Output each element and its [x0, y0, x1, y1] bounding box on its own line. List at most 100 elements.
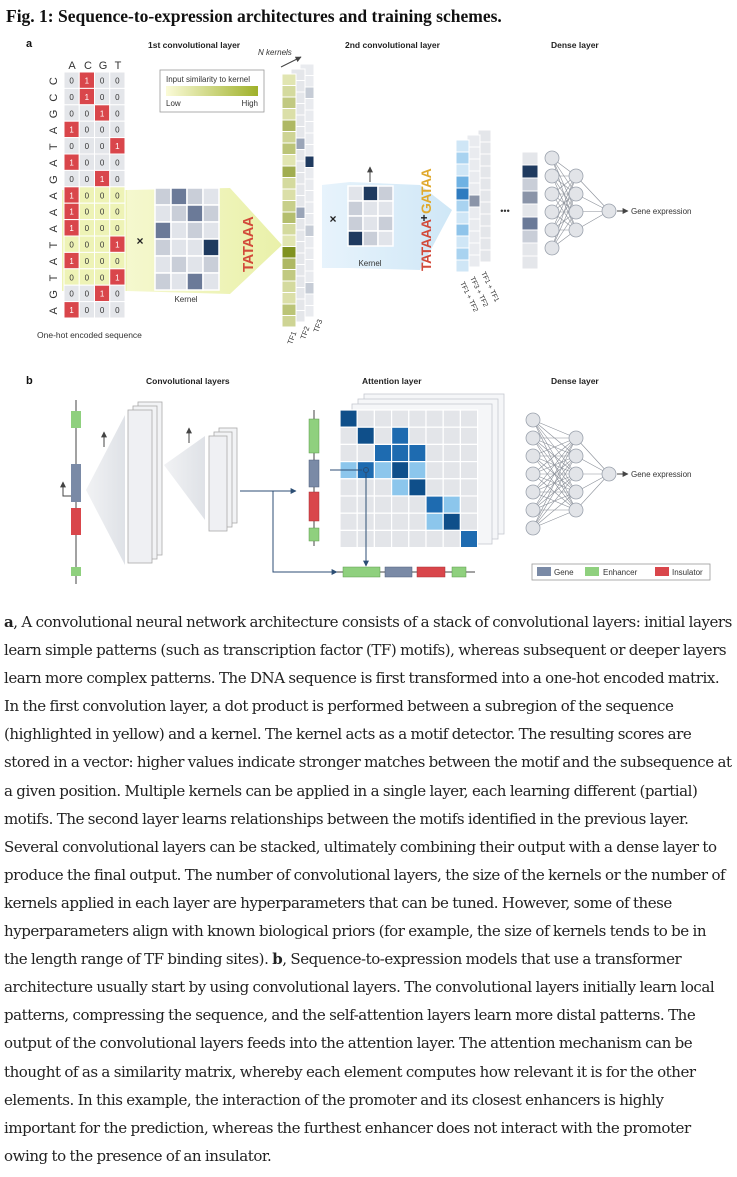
figure-graphic: a 1st convolutional layer 2nd convolutio… [26, 38, 711, 584]
feature-cell [455, 223, 470, 237]
neuron [544, 240, 560, 256]
legend-label-gene: Gene [554, 568, 574, 577]
attention-cell [391, 529, 410, 549]
kernel-cell [170, 204, 188, 223]
sequence-letter: G [48, 110, 60, 119]
sequence-letter: G [48, 175, 60, 184]
header-conv1: 1st convolutional layer [148, 40, 241, 50]
onehot-value: 0 [69, 109, 74, 118]
attention-cell [373, 409, 393, 428]
attention-cell [391, 495, 410, 514]
onehot-value: 0 [100, 224, 105, 233]
enhancer-element [71, 411, 81, 428]
feature-cell [281, 177, 297, 190]
onehot-value: 0 [115, 126, 120, 135]
neuron [568, 430, 584, 446]
kernel-cell [186, 238, 204, 257]
feature-cell [455, 139, 470, 153]
onehot-value: 0 [115, 109, 120, 118]
panel-a-letter: a [26, 38, 33, 50]
dense-network-a [544, 150, 629, 256]
kernel-cell [347, 185, 364, 202]
onehot-value: 0 [100, 306, 105, 315]
similarity-low: Low [166, 99, 181, 108]
panel-b-letter: b [26, 375, 33, 387]
dna-strand [60, 400, 81, 584]
feature-cell [281, 108, 297, 121]
attention-cell [391, 478, 410, 497]
onehot-value: 0 [100, 273, 105, 282]
onehot-value: 0 [85, 241, 90, 250]
attention-cell [425, 443, 444, 463]
onehot-value: 0 [85, 273, 90, 282]
dense-input-cell [521, 177, 539, 192]
onehot-value: 0 [115, 93, 120, 102]
attention-cell [459, 443, 479, 463]
header-conv2: 2nd convolutional layer [345, 40, 441, 50]
attention-cell [459, 461, 479, 480]
sequence-letter: G [48, 290, 60, 299]
header-dense-b: Dense layer [551, 376, 599, 386]
kernel-cell [347, 215, 364, 232]
dense-input-cell [521, 203, 539, 218]
sequence-letter: T [48, 242, 60, 249]
legend-swatch-insulator [655, 567, 669, 576]
dense-input-vector [521, 151, 539, 270]
attention-cell [373, 461, 393, 480]
attention-cell [356, 443, 376, 463]
feature-cell [281, 269, 297, 282]
neuron [568, 448, 584, 464]
kernel-cell [154, 187, 172, 206]
compressed-sequence-horizontal [337, 566, 475, 578]
kernel-cell [377, 230, 394, 247]
onehot-value: 1 [69, 257, 74, 266]
feature-cell [281, 131, 297, 144]
sequence-letter: A [48, 257, 60, 265]
tf-label: TF2 [298, 325, 311, 341]
neuron [525, 430, 541, 446]
alphabet-letter: C [84, 60, 92, 72]
feature-cell [281, 154, 297, 167]
header-dense-a: Dense layer [551, 40, 599, 50]
sequence-letter: C [48, 94, 60, 102]
kernel-cell [347, 230, 364, 247]
attention-cell [459, 529, 479, 549]
neuron [544, 222, 560, 238]
attention-cell [442, 461, 462, 480]
kernel-1-grid [154, 187, 220, 291]
onehot-value: 0 [115, 224, 120, 233]
onehot-value: 0 [85, 290, 90, 299]
attention-cell [373, 426, 393, 446]
neuron [544, 204, 560, 220]
onehot-value: 0 [85, 109, 90, 118]
n-kernels-label: N kernels [258, 48, 292, 57]
conv-b-cone-2 [164, 436, 205, 520]
attention-cell [391, 426, 410, 446]
sequence-letter: T [48, 274, 60, 281]
feature-cell [281, 165, 297, 178]
kernel-cell [154, 255, 172, 274]
plus-sign: + [420, 211, 427, 225]
neuron [568, 466, 584, 482]
onehot-value: 0 [69, 142, 74, 151]
attention-cell [459, 495, 479, 514]
feature-cell [281, 292, 297, 305]
onehot-value: 0 [69, 273, 74, 282]
attention-cell [373, 478, 393, 497]
onehot-value: 0 [100, 77, 105, 86]
neuron [525, 520, 541, 536]
sequence-letter: C [48, 77, 60, 85]
legend-label-insulator: Insulator [672, 568, 703, 577]
onehot-value: 1 [100, 175, 105, 184]
insulator-element [71, 508, 81, 535]
neuron [568, 186, 584, 202]
legend-label-enhancer: Enhancer [603, 568, 638, 577]
attention-cell [391, 443, 410, 463]
dense-input-cell [521, 229, 539, 244]
attention-cell [442, 443, 462, 463]
attention-cell [391, 409, 410, 428]
attention-cell [356, 426, 376, 446]
figure-title: Fig. 1: Sequence-to-expression architect… [6, 6, 502, 26]
sequence-letter: A [48, 159, 60, 167]
alphabet-header: A C G T [68, 60, 121, 72]
